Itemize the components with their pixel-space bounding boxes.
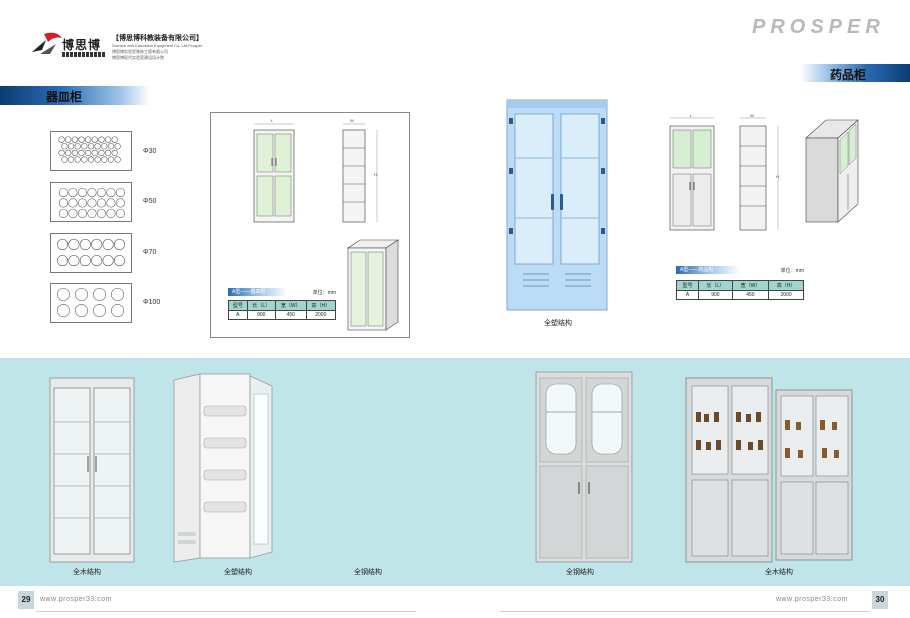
footer-url-right: www.prosper33.com — [776, 596, 848, 603]
logo-underline — [62, 52, 106, 57]
medicine-front-dim-l: L — [690, 113, 693, 118]
medicine-cabinet-3d-view — [805, 119, 859, 223]
pp-medicine-cabinet-photo — [506, 99, 608, 311]
side-dim-w: W — [350, 118, 354, 123]
vessel-cabinet-side-view — [342, 123, 378, 223]
spec-header-width: 宽（W） — [731, 280, 770, 291]
right-section-banner — [800, 64, 910, 82]
spec-header-length: 长（L） — [246, 300, 276, 311]
spec-header-length: 长（L） — [698, 280, 733, 291]
footer-divider-right — [500, 611, 870, 612]
spec-cell-width: 450 — [731, 290, 770, 300]
company-name: 【博思博科教装备有限公司】 — [112, 35, 203, 42]
company-line-2: 博思博实验室装饰工程有限公司 — [112, 49, 168, 54]
band-label-2: 全塑结构 — [224, 569, 252, 576]
spec-cell-height: 2000 — [305, 310, 337, 320]
medicine-spec-block: A型——药品柜 单位：mm 型号 长（L） 宽（W） 高（H） A 900 45… — [675, 266, 804, 300]
plate-phi30 — [50, 131, 132, 171]
wood-medicine-cabinets-photo — [685, 377, 853, 563]
front-dim-l: L — [271, 118, 274, 123]
plate-label-phi100: Φ100 — [143, 299, 161, 306]
spec-header-width: 宽（W） — [274, 300, 307, 311]
plate-label-phi70: Φ70 — [143, 249, 157, 256]
spec-header-height: 高（H） — [768, 280, 804, 291]
medicine-side-dim-w: W — [750, 113, 754, 118]
plate-phi100 — [50, 283, 132, 323]
left-section-title: 器皿柜 — [46, 90, 83, 104]
logo-icon — [32, 32, 62, 54]
prosper-wordmark: PROSPER — [752, 16, 885, 38]
pp-cabinet-caption: 全塑结构 — [544, 320, 572, 327]
page-number-left: 29 — [18, 591, 34, 609]
company-line-3: 博思博现代实验室建设设计院 — [112, 55, 164, 60]
vessel-cabinet-front-view — [253, 123, 295, 223]
spec-header-height: 高（H） — [305, 300, 337, 311]
medicine-spec-title: A型——药品柜 — [676, 266, 740, 274]
spec-cell-model: A — [228, 310, 248, 320]
vessel-spec-block: A型——器皿柜 单位：mm 型号 长（L） 宽（W） 高（H） A 900 45… — [228, 288, 337, 320]
spec-cell-width: 450 — [274, 310, 307, 320]
vessel-spec-table: 型号 长（L） 宽（W） 高（H） A 900 450 2000 — [228, 300, 337, 320]
medicine-cabinet-side-view — [739, 117, 779, 231]
left-section-banner — [0, 86, 150, 105]
spec-cell-length: 900 — [698, 290, 733, 300]
side-dim-h: H — [374, 172, 377, 177]
logo-text: 博思博 — [62, 38, 102, 52]
band-label-4: 全钢结构 — [566, 569, 594, 576]
band-label-5: 全木结构 — [765, 569, 793, 576]
spec-cell-length: 900 — [246, 310, 276, 320]
medicine-spec-unit: 单位：mm — [780, 268, 804, 274]
plate-label-phi50: Φ50 — [143, 198, 157, 205]
pp-open-cabinet-photo — [173, 373, 273, 563]
company-en: Science and Education Equipment Co.,Ltd.… — [112, 43, 203, 48]
medicine-spec-table: 型号 长（L） 宽（W） 高（H） A 900 450 2000 — [675, 280, 804, 300]
page-number-right: 30 — [872, 591, 888, 609]
spec-header-model: 型号 — [675, 280, 700, 291]
footer-divider-left — [36, 611, 416, 612]
medicine-side-dim-h: H — [776, 174, 779, 179]
steel-cabinet-photo — [535, 371, 633, 563]
vessel-cabinet-3d-view — [347, 239, 399, 331]
right-section-title: 药品柜 — [830, 68, 867, 82]
spec-header-model: 型号 — [228, 300, 248, 311]
plate-label-phi30: Φ30 — [143, 148, 157, 155]
spec-cell-model: A — [675, 290, 700, 300]
plate-phi70 — [50, 233, 132, 273]
plate-phi50 — [50, 182, 132, 222]
footer-url-left: www.prosper33.com — [40, 596, 112, 603]
vessel-spec-title: A型——器皿柜 — [228, 288, 288, 296]
band-label-3: 全钢结构 — [354, 569, 382, 576]
band-label-1: 全木结构 — [73, 569, 101, 576]
medicine-cabinet-front-view — [669, 117, 715, 231]
company-info: 【博思博科教装备有限公司】 Science and Education Equi… — [112, 33, 222, 61]
wood-cabinet-photo — [49, 377, 135, 563]
vessel-spec-unit: 单位：mm — [312, 290, 336, 296]
spec-cell-height: 2000 — [768, 290, 804, 300]
